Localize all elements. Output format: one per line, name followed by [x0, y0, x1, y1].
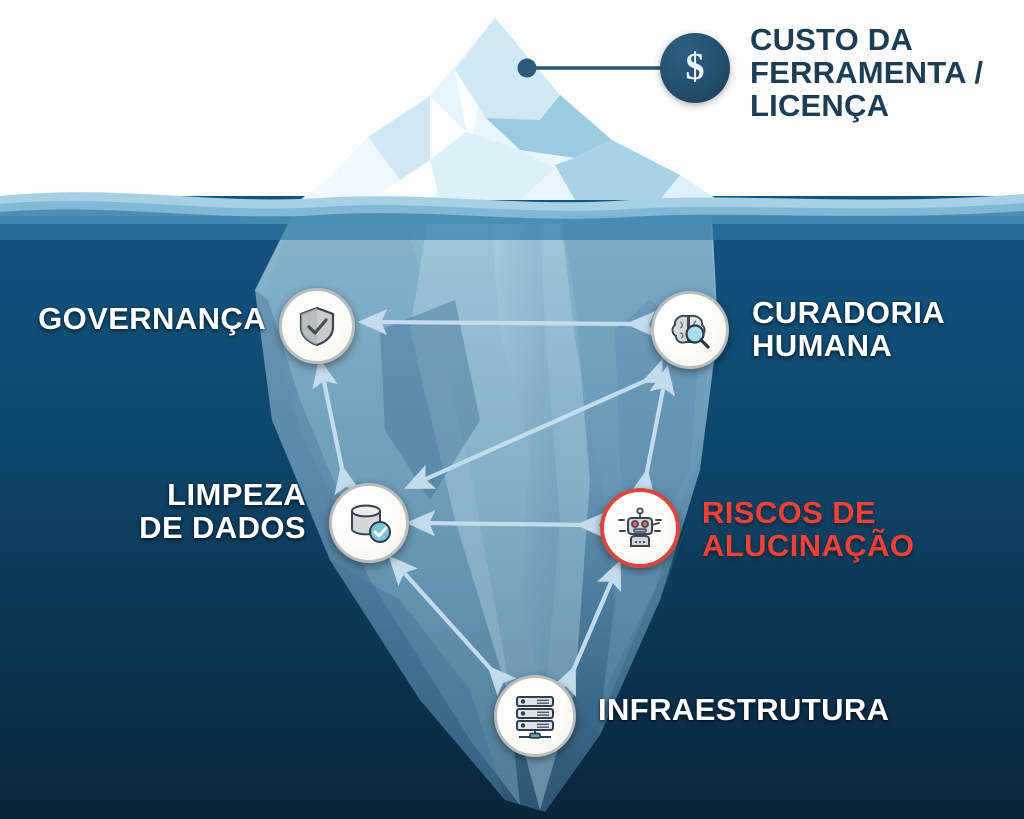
node-governanca-icon-circle[interactable]	[279, 288, 355, 364]
node-limpeza-de-dados-icon-circle[interactable]	[329, 483, 409, 563]
node-riscos-de-alucinacao-icon-circle[interactable]	[600, 488, 680, 568]
arrow-curadoria-riscos	[629, 364, 675, 500]
arrow-limpeza-curadoria	[403, 358, 674, 489]
arrow-governanca-curadoria	[357, 309, 656, 338]
arrow-riscos-infra	[552, 559, 622, 698]
iceberg-tip	[300, 18, 718, 200]
server-rack-icon	[516, 696, 554, 739]
node-riscos-de-alucinacao-label: RISCOS DE ALUCINAÇÃO	[702, 495, 915, 563]
node-infraestrutura-icon-circle[interactable]	[494, 675, 576, 757]
node-infraestrutura-label: INFRAESTRUTURA	[598, 692, 890, 727]
node-limpeza-de-dados-label: LIMPEZA DE DADOS	[139, 477, 306, 545]
node-governanca-label: GOVERNANÇA	[38, 301, 266, 336]
dollar-sign-icon: $	[686, 46, 705, 88]
shield-check-icon	[299, 306, 335, 347]
callout-anchor-dot	[517, 58, 537, 78]
node-curadoria-humana-label: CURADORIA HUMANA	[752, 295, 946, 363]
database-check-icon	[351, 504, 391, 543]
robot-icon	[618, 507, 662, 547]
brain-magnifier-icon	[671, 314, 710, 349]
node-curadoria-humana-icon-circle[interactable]	[651, 291, 729, 369]
svg-text:$: $	[686, 46, 705, 88]
water-surface	[0, 192, 1024, 240]
callout-cost-label: CUSTO DA FERRAMENTA / LICENÇA	[750, 22, 984, 123]
callout-cost-icon-circle[interactable]: $	[660, 33, 730, 103]
arrow-limpeza-riscos	[405, 510, 606, 539]
arrow-governanca-limpeza	[312, 358, 360, 496]
arrow-limpeza-infra	[388, 555, 517, 696]
